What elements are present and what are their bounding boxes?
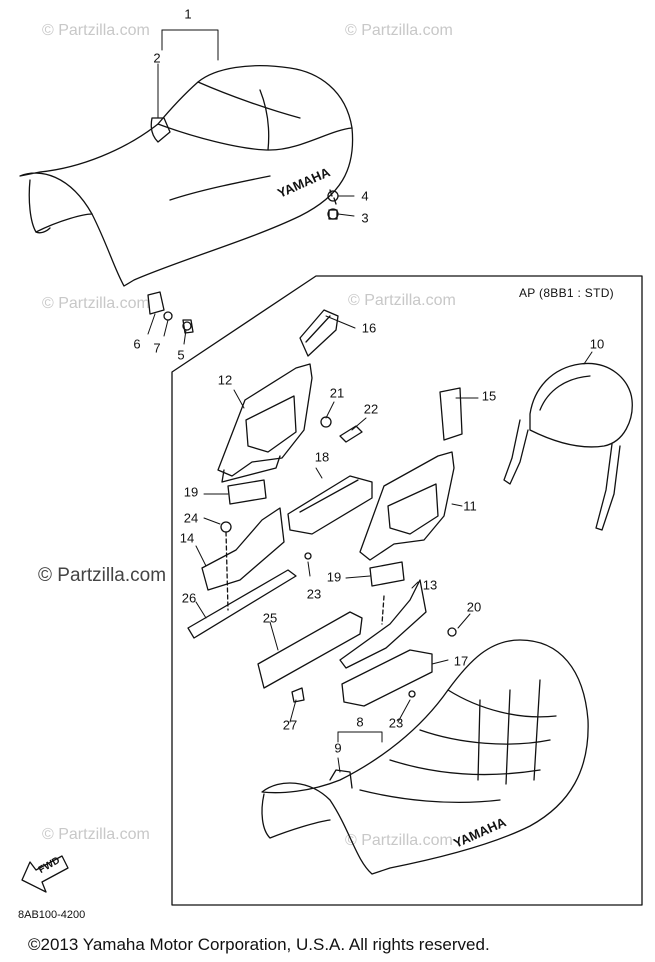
- callout-18: 18: [314, 449, 330, 465]
- watermark: © Partzilla.com: [38, 565, 167, 586]
- callout-9: 9: [334, 740, 342, 756]
- callout-23: 23: [306, 586, 322, 602]
- callout-26: 26: [181, 590, 197, 606]
- callout-19: 19: [183, 484, 199, 500]
- callout-1: 1: [184, 6, 192, 22]
- watermark: © Partzilla.com: [42, 22, 150, 39]
- callout-23: 23: [388, 715, 404, 731]
- ap-box: [171, 275, 643, 906]
- callout-15: 15: [481, 388, 497, 404]
- screw-23: [304, 552, 312, 560]
- callout-4: 4: [361, 188, 369, 204]
- callout-20: 20: [466, 599, 482, 615]
- backrest-10: [503, 362, 633, 531]
- bar-25: [257, 611, 363, 689]
- watermark: © Partzilla.com: [42, 295, 150, 312]
- watermark: © Partzilla.com: [345, 832, 453, 849]
- standard-seat: [19, 65, 354, 287]
- bar-26: [187, 569, 297, 639]
- bolt-5: [182, 321, 192, 331]
- bracket-11: [359, 451, 455, 561]
- callout-8: 8: [356, 714, 364, 730]
- cushion-18: [287, 475, 373, 535]
- nut-24: [220, 521, 232, 533]
- callout-6: 6: [133, 336, 141, 352]
- callout-21: 21: [329, 385, 345, 401]
- bracket-14: [201, 507, 285, 591]
- callout-17: 17: [453, 653, 469, 669]
- diagram-code: 8AB100-4200: [18, 909, 86, 921]
- callout-14: 14: [179, 530, 195, 546]
- callout-12: 12: [217, 372, 233, 388]
- spacer-19: [227, 479, 267, 505]
- copyright: ©2013 Yamaha Motor Corporation, U.S.A. A…: [28, 935, 490, 954]
- grip-15: [439, 387, 463, 441]
- callout-25: 25: [262, 610, 278, 626]
- callout-7: 7: [153, 340, 161, 356]
- box-label: AP (8BB1 : STD): [519, 286, 614, 300]
- screw-23b: [408, 690, 416, 698]
- callout-3: 3: [361, 210, 369, 226]
- callout-10: 10: [589, 336, 605, 352]
- cushion-17: [341, 649, 433, 707]
- brand-logo: YAMAHA: [275, 164, 333, 201]
- callout-13: 13: [422, 577, 438, 593]
- bracket-13: [339, 579, 427, 669]
- callout-24: 24: [183, 510, 199, 526]
- callout-22: 22: [363, 401, 379, 417]
- callout-16: 16: [361, 320, 377, 336]
- fwd-arrow-icon: [21, 855, 69, 893]
- grip-16: [299, 309, 339, 357]
- watermark: © Partzilla.com: [42, 826, 150, 843]
- bolt-20: [447, 627, 457, 637]
- bracket-12: [217, 363, 313, 483]
- spacer-19b: [369, 561, 405, 587]
- bolt-27: [291, 687, 305, 703]
- callout-5: 5: [177, 347, 185, 363]
- watermark: © Partzilla.com: [345, 22, 453, 39]
- bolt-22: [339, 425, 363, 443]
- callout-11: 11: [463, 498, 477, 514]
- washer-7: [163, 311, 173, 321]
- callout-27: 27: [282, 717, 298, 733]
- watermark: © Partzilla.com: [348, 292, 456, 309]
- ap-seat: [261, 639, 589, 875]
- callout-19: 19: [326, 569, 342, 585]
- bracket-6: [147, 291, 165, 315]
- callout-2: 2: [153, 50, 161, 66]
